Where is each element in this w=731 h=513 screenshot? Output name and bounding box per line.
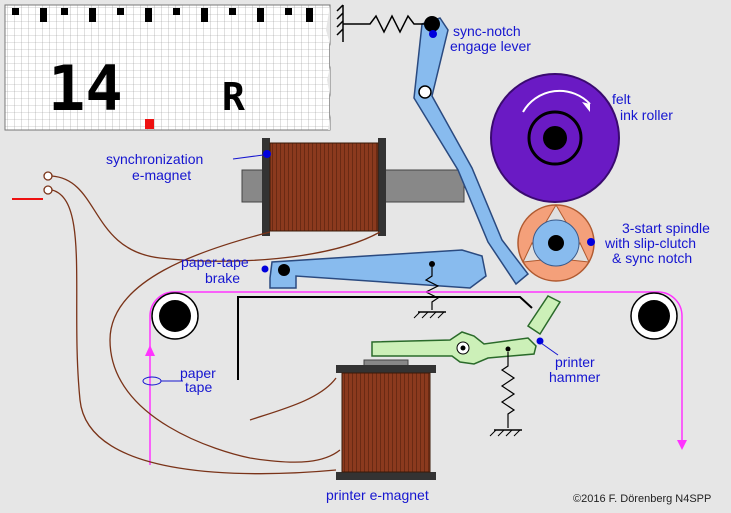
paper-tape [142,291,687,465]
tape-guide [237,296,533,380]
svg-text:e-magnet: e-magnet [132,167,191,183]
svg-text:felt: felt [612,91,631,107]
label-paper-tape: paper tape [161,365,216,395]
svg-text:brake: brake [205,270,240,286]
tape-letter-glyph: R [222,75,245,119]
tape-code-glyphs: 14 [48,52,123,125]
sync-emagnet [241,138,465,236]
label-sync-emagnet: synchronization e-magnet [106,151,264,183]
paper-tape-brake [261,249,487,319]
label-spindle: 3-start spindle with slip-clutch & sync … [604,220,710,266]
svg-text:printer: printer [555,354,595,370]
tape-roller-left [151,292,199,340]
svg-text:hammer: hammer [549,369,601,385]
three-start-spindle [517,204,595,282]
wiring [43,171,381,475]
svg-text:3-start spindle: 3-start spindle [622,220,710,236]
label-printer-hammer: printer hammer [540,342,601,385]
svg-text:ink roller: ink roller [620,107,673,123]
copyright-text: ©2016 F. Dörenberg N4SPP [573,493,711,505]
tape-roller-right [630,292,678,340]
svg-text:& sync notch: & sync notch [612,250,692,266]
lever-spring [336,4,428,42]
label-printer-emagnet: printer e-magnet [326,487,429,503]
label-paper-tape-brake: paper-tape brake [181,254,249,286]
printer-emagnet [336,359,436,480]
spindle-pointer-dot [587,238,595,246]
svg-text:with slip-clutch: with slip-clutch [604,235,696,251]
red-marker [145,119,154,129]
svg-text:tape: tape [185,379,212,395]
printer-hammer [371,295,562,437]
label-felt-ink-roller: felt ink roller [612,91,673,123]
svg-text:paper-tape: paper-tape [181,254,249,270]
svg-text:sync-notch: sync-notch [453,23,521,39]
top-row-marks [12,8,313,22]
sync-notch-lever [413,16,530,286]
svg-text:paper: paper [180,365,216,381]
label-sync-notch-lever: sync-notch engage lever [450,23,531,54]
svg-text:synchronization: synchronization [106,151,203,167]
rotation-arrow [522,89,591,113]
felt-ink-roller [490,73,620,203]
svg-text:engage lever: engage lever [450,38,531,54]
tape-readout-panel: 14 R [4,4,333,131]
